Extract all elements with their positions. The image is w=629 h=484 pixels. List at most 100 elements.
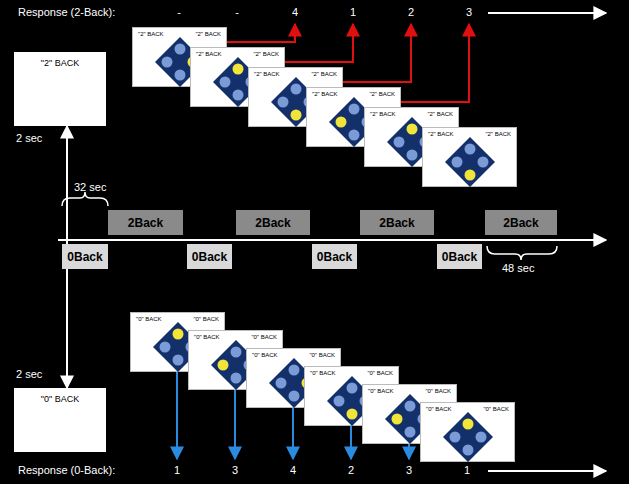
response-value: 3 (466, 6, 472, 18)
location-dot (405, 401, 416, 412)
location-dot (452, 157, 463, 168)
instruction-text: "0" BACK (483, 406, 509, 412)
response-value: - (235, 6, 239, 18)
task-block: 2Back (360, 210, 434, 235)
annotation-label: Response (2-Back): (18, 6, 115, 18)
instruction-text: "0" BACK (425, 388, 451, 394)
instruction-text: "0" BACK (310, 370, 336, 376)
response-leader (234, 390, 236, 459)
response-leader (350, 426, 352, 459)
annotation-label: 2 sec (16, 368, 42, 380)
response-leader (408, 444, 410, 459)
target-dot (233, 64, 244, 75)
location-dot (162, 57, 173, 68)
instruction-text: "0" BACK (194, 334, 220, 340)
response-value: 1 (174, 464, 180, 476)
location-dot (231, 373, 242, 384)
instruction-text: "0" BACK (252, 352, 278, 358)
block-label: 0Back (442, 250, 477, 264)
location-dot (289, 391, 300, 402)
instruction-text: "0" BACK (368, 388, 394, 394)
annotation-label: 48 sec (502, 262, 534, 274)
instruction-box: "2" BACK (14, 52, 106, 126)
location-dot (220, 77, 231, 88)
response-leader (227, 24, 295, 42)
target-dot (392, 414, 403, 425)
instruction-text: "2" BACK (196, 51, 222, 57)
location-dot (334, 396, 345, 407)
instruction-text: "2" BACK (254, 71, 280, 77)
location-dot (289, 365, 300, 376)
instruction-text: "0" BACK (309, 352, 335, 358)
location-dot (233, 90, 244, 101)
target-dot (173, 329, 184, 340)
location-dot (231, 347, 242, 358)
response-arrow (488, 470, 606, 472)
instruction-text: "2" BACK (138, 31, 164, 37)
instruction-text: "2" BACK (253, 51, 279, 57)
location-dot (394, 137, 405, 148)
task-block: 2Back (108, 210, 183, 235)
response-arrow (488, 12, 606, 14)
location-dot (276, 378, 287, 389)
block-label: 2Back (128, 216, 163, 230)
block-label: 2Back (503, 216, 538, 230)
location-dot (349, 130, 360, 141)
target-dot (463, 419, 474, 430)
block-label: 0Back (317, 250, 352, 264)
stimulus-card: "2" BACK"2" BACK (422, 127, 517, 187)
location-dot (463, 445, 474, 456)
stimulus-diamond (423, 128, 518, 188)
instruction-text: "0" BACK (14, 394, 106, 404)
target-dot (407, 124, 418, 135)
task-block: 2Back (236, 210, 310, 235)
location-dot (173, 355, 184, 366)
block-label: 2Back (379, 216, 414, 230)
response-value: 2 (348, 464, 354, 476)
instruction-text: "0" BACK (136, 316, 162, 322)
location-dot (476, 432, 487, 443)
instruction-text: "0" BACK (251, 334, 277, 340)
response-value: - (177, 6, 181, 18)
diamond-shape (443, 412, 493, 462)
instruction-text: "2" BACK (369, 91, 395, 97)
target-dot (336, 117, 347, 128)
response-leader (343, 24, 411, 82)
location-dot (478, 157, 489, 168)
target-dot (465, 170, 476, 181)
location-dot (407, 150, 418, 161)
instruction-text: "2" BACK (195, 31, 221, 37)
stimulus-diamond (421, 403, 516, 463)
location-dot (175, 44, 186, 55)
response-leader (176, 372, 178, 459)
block-label: 2Back (255, 216, 290, 230)
task-block: 0Back (312, 244, 357, 269)
target-dot (218, 360, 229, 371)
block-label: 0Back (67, 250, 102, 264)
location-dot (405, 427, 416, 438)
response-value: 1 (350, 6, 356, 18)
flow-arrow (66, 126, 68, 244)
instruction-text: "0" BACK (426, 406, 452, 412)
stimulus-card: "0" BACK "0" BACK (420, 402, 515, 462)
duration-bracket (487, 246, 557, 260)
diamond-shape (445, 137, 495, 187)
block-label: 0Back (192, 250, 227, 264)
location-dot (349, 104, 360, 115)
location-dot (291, 84, 302, 95)
response-leader (401, 24, 469, 102)
response-value: 1 (464, 464, 470, 476)
location-dot (175, 70, 186, 81)
task-block: 2Back (485, 210, 557, 235)
flow-arrow (66, 269, 68, 388)
location-dot (347, 383, 358, 394)
location-dot (465, 144, 476, 155)
response-value: 4 (292, 6, 298, 18)
instruction-text: "2" BACK (370, 111, 396, 117)
location-dot (278, 97, 289, 108)
response-value: 3 (232, 464, 238, 476)
instruction-text: "2" BACK (14, 58, 106, 68)
instruction-text: "2" BACK (427, 111, 453, 117)
instruction-text: "2" BACK (311, 71, 337, 77)
